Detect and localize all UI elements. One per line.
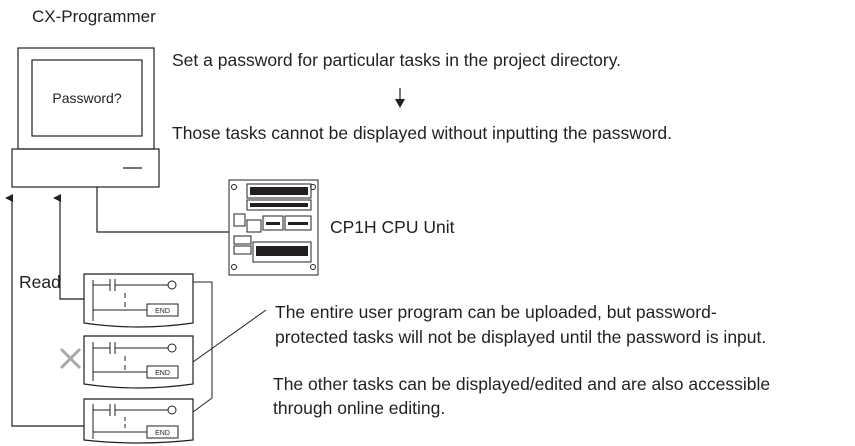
computer-base [11,148,160,188]
step-2-text: Those tasks cannot be displayed without … [172,123,672,143]
read-label: Read [19,272,61,292]
end-label: END [155,430,170,437]
task-card-protected: END [83,335,194,389]
task-card-1: END [83,273,194,328]
diagram-title: CX-Programmer [32,7,156,26]
blocked-cross-icon [59,347,82,370]
task-card-3: END [83,398,194,444]
note-other-line-1: The other tasks can be displayed/edited … [273,374,770,394]
note-protected-line-1: The entire user program can be uploaded,… [275,302,717,322]
leader-line-protected [192,309,267,363]
connection-cable [96,187,229,233]
cpu-unit-icon [228,179,319,276]
password-prompt: Password? [52,90,121,106]
down-arrow-icon [395,88,405,108]
read-arrow-task1 [53,194,84,300]
note-protected-line-2: protected tasks will not be displayed un… [275,327,766,347]
cpu-unit-label: CP1H CPU Unit [330,217,455,237]
computer-icon: Password? [11,47,160,188]
end-label: END [155,308,170,315]
note-other-line-2: through online editing. [273,398,445,418]
monitor-screen [31,59,143,137]
step-1-text: Set a password for particular tasks in t… [172,50,621,70]
leader-line-other-tasks [192,281,213,413]
end-label: END [155,370,170,377]
read-arrow-task3 [5,194,84,427]
